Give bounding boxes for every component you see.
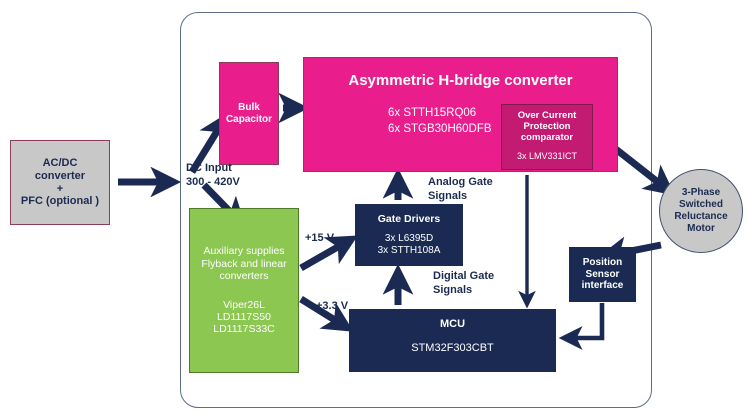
digital-line2: Signals (433, 283, 473, 296)
ocp-line2: Protection (523, 121, 571, 133)
motor-line4: Motor (687, 222, 715, 234)
hbridge-part2: 6x STGB30H60DFB (388, 122, 492, 135)
label-15v: +15 V (305, 232, 335, 244)
acdc-line2: converter (34, 169, 86, 182)
label-analog-gate-signals: Analog Gate Signals (428, 176, 493, 204)
acdc-line3: + (56, 182, 64, 195)
block-over-current-protection[interactable]: Over Current Protection comparator 3x LM… (501, 104, 593, 170)
digital-line1: Digital Gate (433, 270, 495, 282)
ocp-line3: comparator (520, 132, 574, 144)
block-gate-drivers[interactable]: Gate Drivers 3x L6395D 3x STTH108A (355, 204, 463, 266)
analog-line1: Analog Gate (428, 176, 493, 188)
motor-line1: 3-Phase (681, 187, 721, 199)
bulk-line1: Bulk (238, 101, 260, 113)
label-digital-gate-signals: Digital Gate Signals (433, 270, 494, 298)
aux-line2: Flyback and linear (201, 257, 287, 270)
gate-drivers-part1: 3x L6395D (384, 233, 434, 245)
block-srm-motor[interactable]: 3-Phase Switched Reluctance Motor (659, 169, 743, 253)
hbridge-title: Asymmetric H-bridge converter (348, 72, 573, 89)
motor-line2: Switched (679, 199, 723, 211)
ocp-part: 3x LMV331ICT (516, 150, 578, 161)
position-sensor-line2: Sensor (585, 268, 620, 280)
label-33v: +3.3 V (316, 300, 349, 312)
aux-part3: LD1117S33C (213, 323, 275, 336)
acdc-line1: AC/DC (42, 156, 78, 169)
block-bulk-capacitor[interactable]: Bulk Capacitor (219, 62, 279, 165)
aux-part2: LD1117S50 (217, 310, 271, 323)
block-mcu[interactable]: MCU STM32F303CBT (349, 309, 556, 372)
aux-part1: Viper26L (223, 298, 265, 311)
analog-line2: Signals (428, 189, 468, 202)
block-position-sensor-interface[interactable]: Position Sensor interface (569, 247, 636, 302)
block-auxiliary-supplies[interactable]: Auxiliary supplies Flyback and linear co… (189, 208, 299, 373)
ocp-line1: Over Current (517, 110, 577, 121)
hbridge-part1: 6x STTH15RQ06 (388, 107, 477, 119)
position-sensor-line1: Position (582, 256, 623, 268)
block-acdc-converter[interactable]: AC/DC converter + PFC (optional ) (10, 140, 110, 225)
mcu-title: MCU (439, 318, 466, 330)
aux-line1: Auxiliary supplies (203, 245, 285, 258)
mcu-part: STM32F303CBT (411, 341, 494, 354)
gate-drivers-title: Gate Drivers (377, 213, 441, 225)
position-sensor-line3: interface (581, 280, 624, 292)
gate-drivers-part2: 3x STTH108A (377, 245, 441, 257)
hbridge-parts: 6x STTH15RQ06 6x STGB30H60DFB (388, 106, 548, 137)
dc-input-line1: DC Input (186, 162, 232, 174)
dc-input-line2: 300 - 420V (186, 175, 240, 188)
bulk-line2: Capacitor (225, 113, 273, 125)
motor-line3: Reluctance (674, 211, 728, 222)
aux-line3: converters (219, 270, 269, 283)
acdc-line4: PFC (optional ) (20, 195, 100, 208)
label-dc-input: DC Input 300 - 420V (186, 162, 240, 190)
